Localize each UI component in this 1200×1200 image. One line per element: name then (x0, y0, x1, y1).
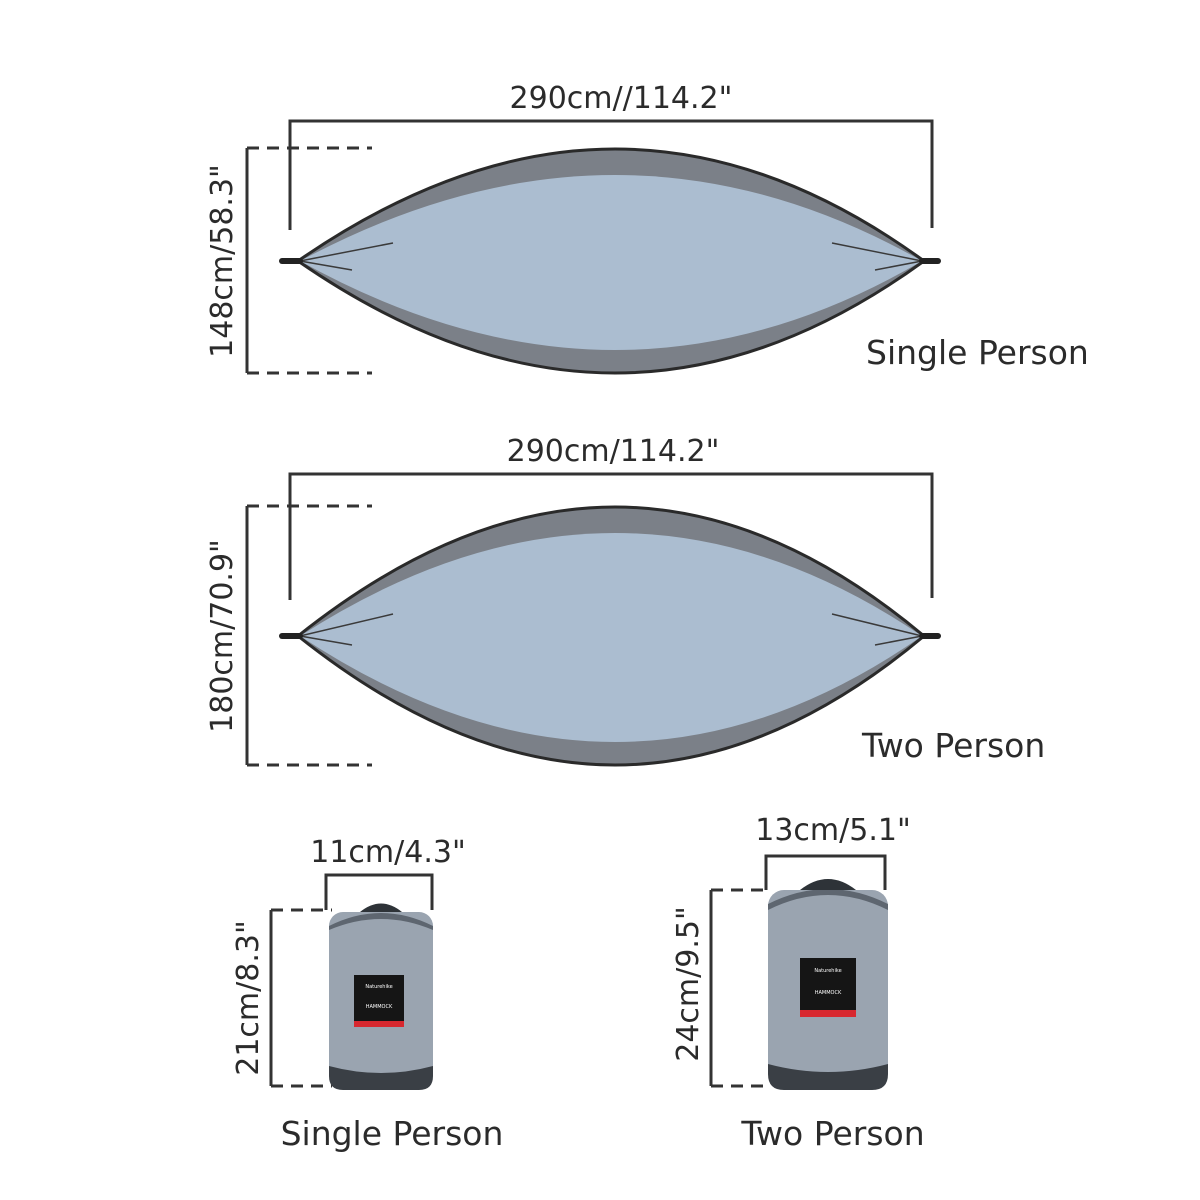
single-bag-height-guides (271, 908, 332, 1088)
double-height-guides (247, 490, 372, 767)
single-bag-tag (354, 975, 404, 1021)
single-hammock-group: 290cm//114.2" 148cm/58.3" Single Person (205, 81, 1089, 375)
double-hammock-illustration (279, 505, 941, 767)
svg-text:HAMMOCK: HAMMOCK (366, 1004, 393, 1010)
single-height-guides (247, 140, 372, 375)
single-bag-width-label: 11cm/4.3" (310, 835, 466, 870)
svg-text:Naturehike: Naturehike (814, 968, 841, 974)
double-bag-width-bracket (764, 854, 887, 890)
single-height-label: 148cm/58.3" (205, 164, 240, 358)
single-bag-width-bracket (324, 873, 434, 910)
double-width-label: 290cm/114.2" (507, 434, 720, 469)
double-bag-height-guides (711, 888, 770, 1088)
double-bag-name: Two Person (740, 1114, 924, 1153)
single-bag-group: 11cm/4.3" 21cm/8.3" Naturehike HAMMOCK S… (231, 835, 503, 1153)
single-bag-height-label: 21cm/8.3" (231, 920, 266, 1076)
double-bag-height-label: 24cm/9.5" (671, 906, 706, 1062)
double-stuff-sack: Naturehike HAMMOCK (768, 879, 888, 1090)
double-hammock-group: 290cm/114.2" 180cm/70.9" Two Person (205, 434, 1045, 767)
single-bag-name: Single Person (281, 1114, 504, 1153)
double-hammock-name: Two Person (861, 726, 1045, 765)
svg-text:Naturehike: Naturehike (365, 984, 392, 990)
svg-text:HAMMOCK: HAMMOCK (815, 990, 842, 996)
double-bag-group: 13cm/5.1" 24cm/9.5" Naturehike HAMMOCK T… (671, 813, 925, 1153)
double-bag-width-label: 13cm/5.1" (755, 813, 911, 848)
single-width-label: 290cm//114.2" (510, 81, 733, 116)
single-stuff-sack: Naturehike HAMMOCK (329, 903, 433, 1090)
single-hammock-name: Single Person (866, 333, 1089, 372)
single-width-bracket (288, 119, 934, 228)
double-bag-tag (800, 958, 856, 1010)
double-height-label: 180cm/70.9" (205, 539, 240, 733)
single-hammock-illustration (279, 147, 941, 375)
